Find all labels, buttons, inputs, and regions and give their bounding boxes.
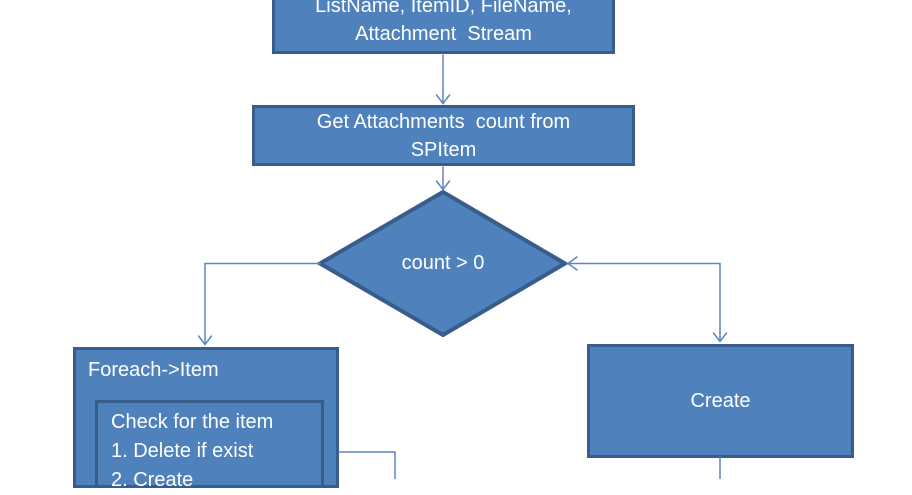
node-create: Create	[587, 344, 854, 458]
node-line: 1. Delete if exist	[111, 440, 254, 462]
node-line: ListName, ItemID, FileName,	[315, 0, 572, 17]
connector-getcount-to-decision	[435, 166, 451, 191]
node-get-attachments-count: Get Attachments count from SPItem	[252, 105, 635, 166]
node-input-params: ListName, ItemID, FileName, Attachment S…	[272, 0, 615, 54]
node-line: Get Attachments count from	[316, 110, 571, 133]
flowchart-canvas: { "colors": { "shape_fill": "#4F81BD", "…	[73, 0, 854, 488]
node-line: Attachment Stream	[355, 23, 532, 45]
node-label: Foreach->Item	[88, 359, 219, 381]
decision-label: count > 0	[401, 252, 485, 274]
node-line: 2. Create	[111, 469, 194, 491]
connector-decision-to-foreach	[197, 262, 321, 346]
connector-decision-to-create	[566, 256, 728, 343]
node-check-for-item: Check for the item 1. Delete if exist 2.…	[95, 400, 324, 491]
node-line: Check for the item	[111, 411, 274, 433]
node-label: Create	[690, 390, 751, 412]
node-line: SPItem	[410, 138, 477, 161]
connector-params-to-getcount	[435, 54, 451, 105]
connector-foreach-out	[338, 451, 396, 479]
